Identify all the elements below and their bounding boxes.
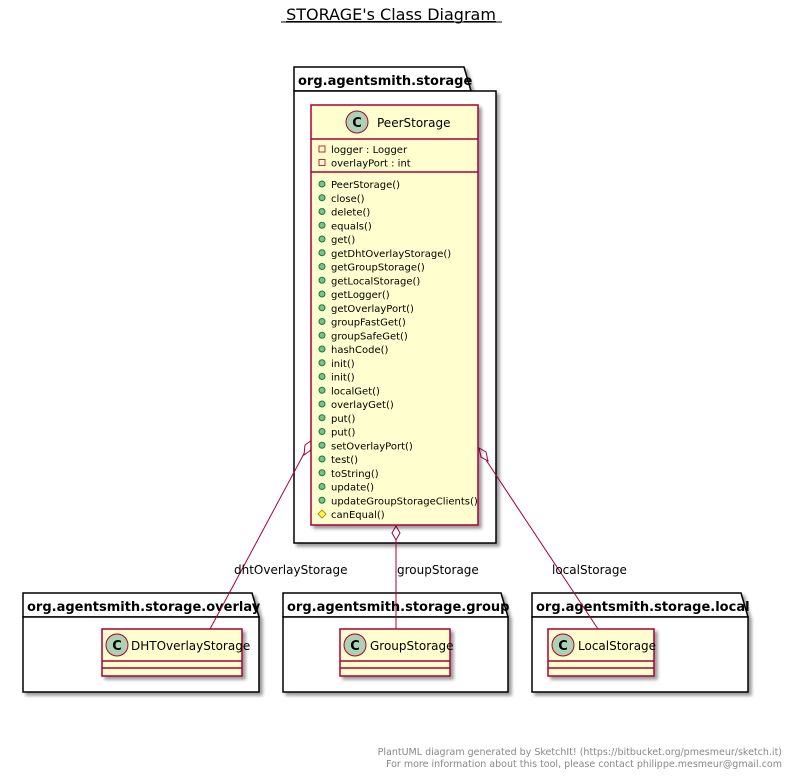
class-peer-storage-methods: PeerStorage() close() delete() equals() get(… — [317, 180, 478, 521]
class-local-storage: C LocalStorage — [547, 628, 656, 677]
method-0: PeerStorage() — [331, 180, 400, 191]
method-17: put() — [331, 414, 356, 425]
method-4-public-marker-icon — [318, 235, 326, 243]
class-local-storage-spot-letter: C — [558, 639, 568, 654]
class-dht-overlay-storage: C DHTOverlayStorage — [101, 628, 250, 677]
method-23-public-marker-icon — [318, 496, 326, 504]
method-11-public-marker-icon — [318, 331, 326, 339]
class-peer-storage-fields: logger : Logger overlayPort : int — [318, 145, 411, 170]
method-12-public-marker-icon — [318, 345, 326, 353]
relation-group-diamond — [391, 524, 401, 542]
method-19: setOverlayPort() — [331, 441, 413, 452]
relation-dht-line — [209, 447, 308, 630]
method-17-public-marker-icon — [318, 414, 326, 422]
class-dht-overlay-storage-spot-letter: C — [112, 639, 122, 654]
method-12: hashCode() — [331, 345, 389, 356]
method-4: get() — [331, 235, 355, 246]
method-8: getLogger() — [331, 290, 390, 301]
class-local-storage-name: LocalStorage — [578, 639, 656, 653]
method-9: getOverlayPort() — [331, 304, 414, 315]
method-10: groupFastGet() — [331, 318, 406, 329]
method-18: put() — [331, 428, 356, 439]
method-23: updateGroupStorageClients() — [331, 496, 478, 507]
method-7: getLocalStorage() — [331, 276, 420, 287]
class-group-storage-spot-icon — [343, 633, 367, 657]
class-group-storage: C GroupStorage — [339, 628, 453, 677]
method-10-public-marker-icon — [318, 318, 326, 325]
field-0-private-marker-icon — [318, 145, 326, 153]
method-11: groupSafeGet() — [331, 331, 408, 342]
relation-local-line — [485, 459, 599, 630]
method-13-public-marker-icon — [318, 359, 326, 367]
method-21-public-marker-icon — [318, 469, 326, 477]
field-1: overlayPort : int — [331, 159, 411, 170]
method-6: getGroupStorage() — [331, 263, 425, 274]
method-24-protected-marker-icon — [317, 509, 327, 519]
class-peer-storage-spot-icon — [345, 110, 369, 134]
footer-line-1: PlantUML diagram generated by SketchIt! … — [378, 747, 782, 758]
class-dht-overlay-storage-name: DHTOverlayStorage — [131, 639, 250, 653]
method-14-public-marker-icon — [318, 373, 326, 380]
relation-local — [478, 447, 599, 630]
method-20: test() — [331, 455, 358, 466]
method-15: localGet() — [331, 386, 380, 397]
relation-dht-label: dhtOverlayStorage — [234, 563, 348, 577]
class-local-storage-spot-icon — [551, 633, 575, 657]
package-overlay-name: org.agentsmith.storage.overlay — [27, 600, 261, 615]
method-24: canEqual() — [331, 510, 385, 521]
method-22: update() — [331, 483, 374, 494]
method-6-public-marker-icon — [318, 263, 326, 270]
field-0: logger : Logger — [331, 145, 408, 156]
method-14: init() — [331, 373, 355, 384]
relation-group-label: groupStorage — [397, 563, 479, 577]
method-16-public-marker-icon — [318, 400, 326, 408]
class-dht-overlay-storage-spot-icon — [105, 633, 129, 657]
method-2: delete() — [331, 208, 370, 219]
class-peer-storage: C PeerStorage logger : Logger overlayPort… — [310, 104, 479, 526]
method-22-public-marker-icon — [318, 483, 326, 490]
package-group-name: org.agentsmith.storage.group — [287, 600, 509, 615]
relation-local-label: localStorage — [552, 563, 627, 577]
method-21: toString() — [331, 469, 379, 480]
class-peer-storage-spot-letter: C — [352, 116, 362, 131]
method-18-public-marker-icon — [318, 428, 326, 435]
method-7-public-marker-icon — [318, 276, 326, 284]
method-9-public-marker-icon — [318, 304, 326, 312]
relation-group — [391, 524, 401, 629]
relation-local-diamond — [478, 447, 489, 462]
method-3: equals() — [331, 221, 372, 232]
class-peer-storage-box — [310, 104, 479, 526]
method-0-public-marker-icon — [318, 180, 326, 188]
class-peer-storage-name: PeerStorage — [377, 116, 450, 130]
method-1: close() — [331, 194, 365, 205]
footer-line-2: For more information about this tool, pl… — [386, 759, 782, 770]
diagram-title: STORAGE's Class Diagram — [286, 5, 496, 24]
method-5: getDhtOverlayStorage() — [331, 249, 451, 260]
method-20-public-marker-icon — [318, 455, 326, 463]
method-1-public-marker-icon — [318, 194, 326, 202]
method-8-public-marker-icon — [318, 290, 326, 298]
field-1-private-marker-icon — [318, 159, 326, 166]
method-5-public-marker-icon — [318, 249, 326, 257]
method-2-public-marker-icon — [318, 208, 326, 215]
method-13: init() — [331, 359, 355, 370]
package-local-name: org.agentsmith.storage.local — [536, 600, 750, 615]
method-3-public-marker-icon — [318, 221, 326, 229]
method-15-public-marker-icon — [318, 386, 326, 394]
class-group-storage-spot-letter: C — [350, 639, 360, 654]
class-group-storage-name: GroupStorage — [370, 639, 453, 653]
method-19-public-marker-icon — [318, 441, 326, 449]
method-16: overlayGet() — [331, 400, 394, 411]
package-storage-name: org.agentsmith.storage — [298, 74, 472, 89]
